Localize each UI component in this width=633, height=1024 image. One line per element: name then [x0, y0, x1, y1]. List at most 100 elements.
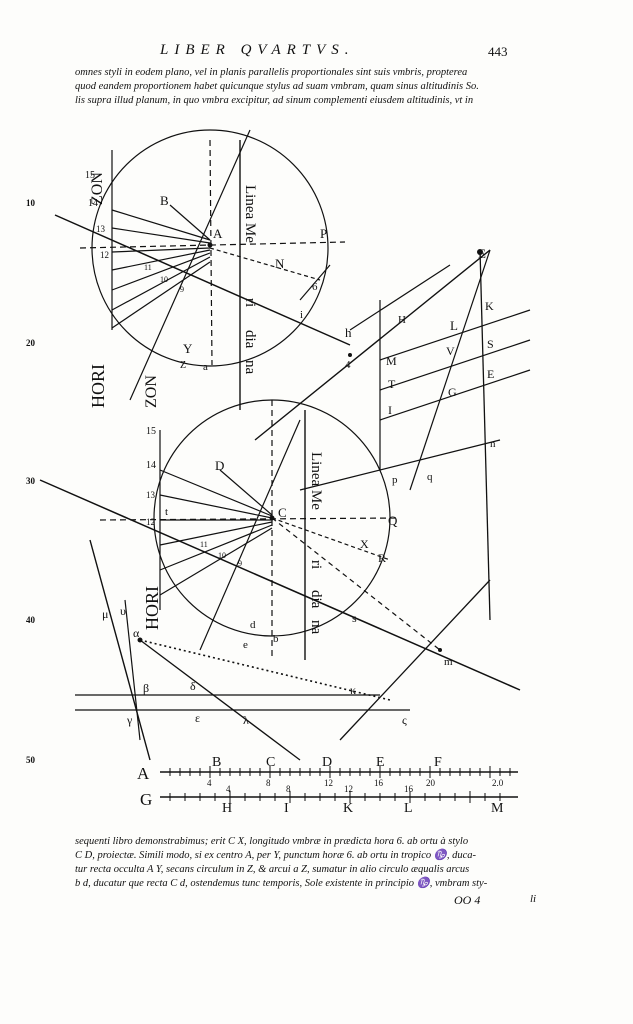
upper-diagonal [129, 129, 251, 401]
hour-10: 10 [160, 275, 168, 284]
tick-4b: 4 [226, 784, 231, 794]
label-D: D [215, 458, 224, 473]
label-lambda: λ [243, 713, 249, 727]
label-alpha: α [133, 626, 140, 640]
running-title: LIBER QVARTVS. [160, 42, 355, 58]
label-mu: μ [102, 607, 108, 621]
hour-9: 9 [238, 559, 242, 568]
ray-B [169, 204, 211, 241]
greek-line [89, 539, 151, 761]
label-C: C [278, 505, 287, 520]
label-upsilon: υ [120, 604, 126, 618]
scale-I: I [284, 801, 289, 816]
text-line: quod eandem proportionem habet quicunque… [75, 81, 479, 92]
label-P: P [320, 226, 327, 241]
hour-11: 11 [200, 540, 208, 549]
ray [159, 524, 273, 571]
hour-12: 12 [146, 517, 155, 527]
construction-line [379, 369, 531, 421]
horizon-label-upper-2: HORI [88, 364, 108, 408]
scale-L: L [404, 801, 413, 816]
text-line: tur recta occulta A Y, secans circulum i… [75, 864, 470, 875]
ray-D [219, 469, 273, 516]
horizon-label-lower-2: HORI [142, 586, 162, 630]
label-H: H [398, 314, 406, 326]
label-q: q [427, 471, 433, 483]
upper-vertical-dashed [209, 139, 213, 366]
scale-C: C [266, 755, 275, 770]
ray [111, 261, 211, 329]
hour-14: 14 [88, 198, 98, 209]
label-d: d [250, 619, 256, 631]
hour-12: 12 [100, 250, 109, 260]
scale-B: B [212, 755, 221, 770]
ray [111, 209, 211, 241]
construction-line [339, 579, 491, 741]
margin-number: 20 [26, 338, 35, 348]
hour-15: 15 [146, 426, 156, 437]
label-a: a [203, 361, 208, 373]
label-e: e [243, 639, 248, 651]
tick-12b: 12 [344, 784, 353, 794]
construction-line [349, 264, 451, 331]
lower-horizontal-dashed [99, 517, 401, 521]
construction-line [409, 249, 491, 491]
label-E: E [478, 246, 486, 261]
label-beta: β [143, 681, 149, 695]
figure-dots [137, 242, 483, 652]
label-N: N [275, 256, 285, 271]
ray [111, 249, 211, 271]
scale-A: A [137, 764, 150, 783]
hour-11: 11 [144, 263, 152, 272]
figure-labels: A B P N Y Z a h 4 6 i C D t Q X R s m d … [85, 170, 496, 727]
ray-dashed [209, 247, 321, 281]
tick-8b: 8 [286, 784, 291, 794]
construction-vertical [479, 249, 491, 621]
scale-F: F [434, 755, 442, 770]
hour-13: 13 [96, 224, 106, 234]
scale-M: M [491, 801, 504, 816]
ray [111, 247, 211, 253]
label-X: X [360, 537, 369, 551]
meridian-label-upper-3: dia [242, 330, 258, 349]
meridian-label-lower-2: ri [308, 560, 324, 569]
ray [159, 469, 273, 517]
hour-9: 9 [180, 285, 184, 294]
label-i: i [300, 309, 303, 321]
label-n: n [490, 438, 496, 450]
bottom-paragraph: sequenti libro demonstrabimus; erit C X,… [75, 835, 545, 891]
meridian-label-lower: Linea Me [308, 452, 324, 510]
label-K: K [485, 299, 494, 313]
tick-16: 16 [374, 778, 384, 788]
label-Y: Y [183, 341, 193, 356]
ray [159, 527, 273, 596]
signature-mark: OO 4 [454, 893, 481, 907]
margin-number: 30 [26, 476, 35, 486]
margin-number: 40 [26, 615, 35, 625]
scale-K: K [343, 801, 353, 816]
margin-number: 10 [26, 198, 35, 208]
tick-20: 20 [426, 778, 436, 788]
tick-8: 8 [266, 778, 271, 788]
label-Q: Q [388, 513, 398, 528]
scale-labels: A B C D E F 4 8 12 16 20 2.0 G H I K L M… [137, 755, 504, 816]
meridian-label-lower-3: dia [308, 590, 324, 609]
hour-15: 15 [85, 170, 95, 181]
meridian-label-upper: Linea Me [242, 185, 258, 243]
ray-dashed [271, 517, 391, 561]
scale-H: H [222, 801, 232, 816]
hour-10: 10 [218, 551, 226, 560]
text-line: C D, proiectæ. Simili modo, si ex centro… [75, 850, 476, 861]
scale-ticks [169, 766, 511, 803]
top-paragraph: omnes styli in eodem plano, vel in plani… [75, 66, 545, 108]
label-m: m [444, 656, 453, 668]
meridian-label-lower-4: na [308, 620, 324, 635]
construction-line [254, 249, 491, 441]
text-line: lis supra illud planum, in quo vmbra exc… [75, 95, 474, 106]
margin-number: 50 [26, 755, 35, 765]
ray [111, 252, 211, 291]
text-line: omnes styli in eodem plano, vel in plani… [75, 67, 468, 78]
tick-4: 4 [207, 778, 212, 788]
